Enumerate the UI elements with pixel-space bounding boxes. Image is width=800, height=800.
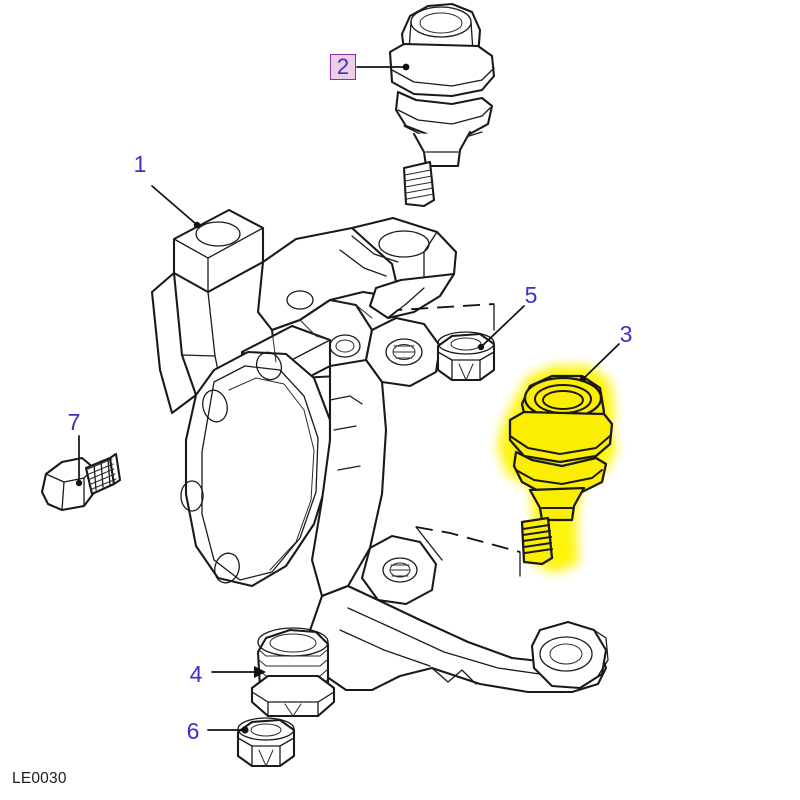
leader-lines [75, 63, 620, 734]
callout-labels: 1 3 4 5 6 7 [68, 151, 633, 744]
part-threaded-bush[interactable] [250, 627, 336, 718]
callout-label-6[interactable]: 6 [187, 718, 200, 744]
part-hex-bolt[interactable] [40, 452, 122, 512]
assembly-dash-upper [387, 303, 495, 331]
callout-label-5[interactable]: 5 [525, 282, 538, 308]
callout-label-3[interactable]: 3 [620, 321, 633, 347]
drawing-code: LE0030 [12, 770, 67, 787]
callout-label-4[interactable]: 4 [190, 661, 203, 687]
part-lock-nut-upper[interactable] [436, 331, 496, 382]
part-steering-knuckle[interactable] [150, 208, 609, 694]
part-lock-nut-lower[interactable] [236, 717, 296, 768]
callout-label-2-selected[interactable]: 2 [330, 54, 356, 80]
callout-label-7[interactable]: 7 [68, 409, 81, 435]
part-lower-ball-joint[interactable] [497, 365, 617, 573]
assembly-dash-lower [415, 526, 521, 577]
callout-label-2-text: 2 [336, 54, 350, 79]
callout-label-1[interactable]: 1 [134, 151, 147, 177]
part-upper-ball-joint[interactable] [388, 2, 496, 208]
